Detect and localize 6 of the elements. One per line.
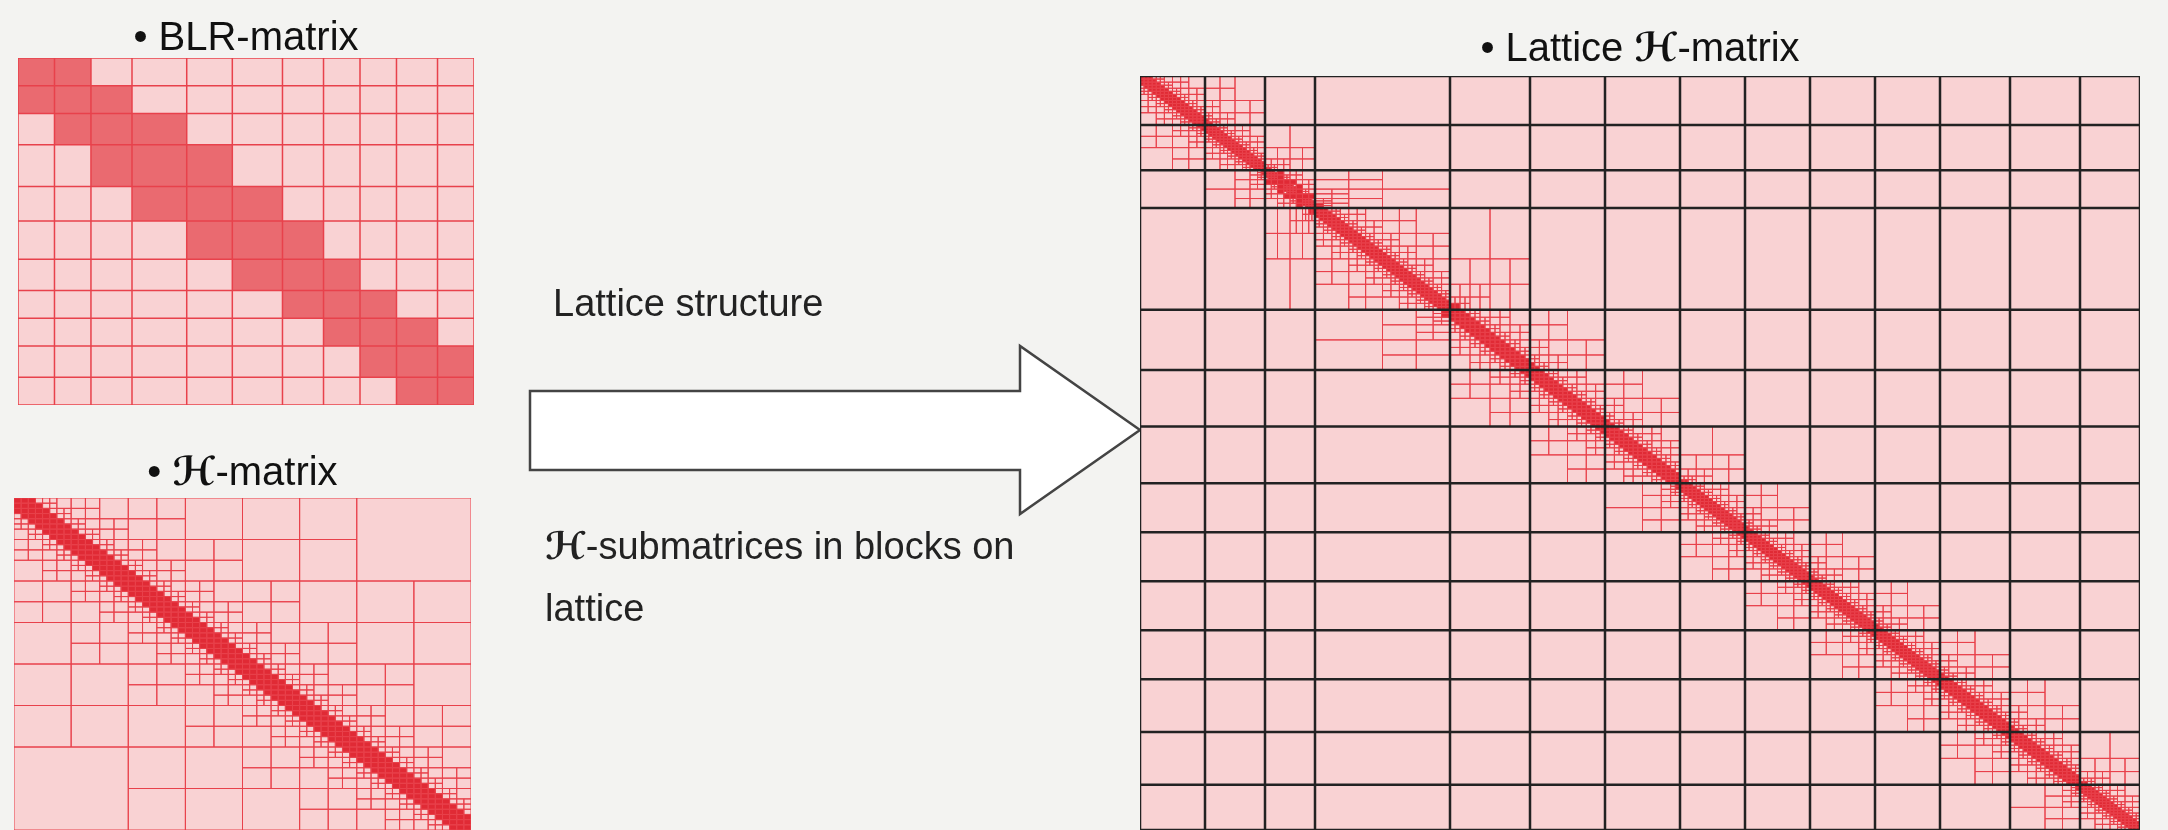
block-arrow <box>528 343 1143 517</box>
arrow-caption: Lattice structure <box>553 281 825 326</box>
matrix-heading: • Lattice ℋ-matrix <box>1480 24 1800 71</box>
matrix-heading: • ℋ-matrix <box>147 448 338 495</box>
arrow-caption: ℋ-submatrices in blocks on lattice <box>545 524 1015 631</box>
matrix-heading: • BLR-matrix <box>133 14 359 58</box>
